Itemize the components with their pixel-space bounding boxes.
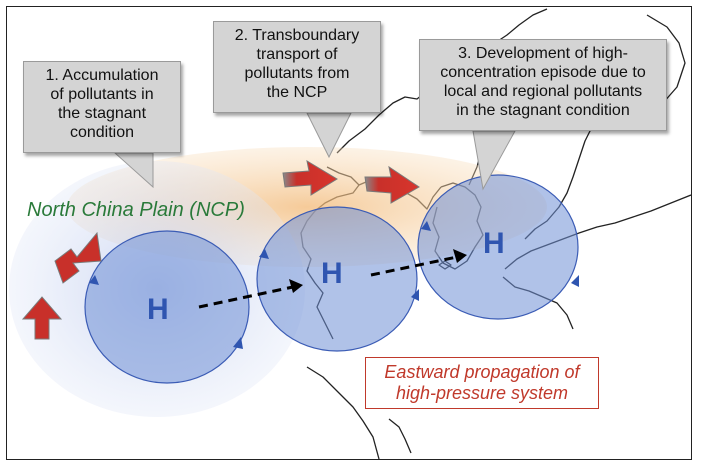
- callout-accumulation: 1. Accumulation of pollutants in the sta…: [23, 61, 181, 153]
- high-pressure-2: [256, 206, 419, 352]
- callout-transboundary: 2. Transboundary transport of pollutants…: [213, 21, 381, 113]
- transport-arrow-diagonal: [54, 231, 102, 284]
- transport-arrow-right-1: [282, 159, 338, 196]
- propagation-arrow-2: [370, 249, 467, 277]
- high-pressure-label-1: H: [147, 293, 169, 326]
- high-pressure-3: [417, 174, 579, 320]
- high-pressure-1: [84, 230, 250, 384]
- callout-3-pointer: [472, 130, 516, 191]
- callout-2-line-2: transport of: [256, 46, 338, 63]
- callout-2-line-4: the NCP: [266, 84, 328, 101]
- high-pressure-label-2: H: [321, 257, 343, 290]
- propagation-line-1: Eastward propagation of: [384, 362, 580, 382]
- callout-3-line-1: 3. Development of high-: [458, 45, 628, 62]
- callout-1-line-2: of pollutants in: [50, 86, 154, 103]
- high-pressure-label-3: H: [483, 227, 505, 260]
- callout-1-line-3: the stagnant: [57, 105, 147, 122]
- ncp-label: North China Plain (NCP): [27, 199, 245, 221]
- callout-1-line-4: condition: [69, 124, 135, 141]
- callout-2-pointer: [306, 112, 352, 159]
- transport-arrow-up-left: [21, 296, 63, 340]
- diagram-canvas: [9, 8, 691, 459]
- propagation-line-2: high-pressure system: [395, 383, 569, 403]
- transport-arrow-right-2: [364, 165, 420, 204]
- callout-1-pointer: [113, 152, 154, 189]
- callout-2-line-1: 2. Transboundary: [234, 27, 360, 44]
- callout-3-line-4: in the stagnant condition: [456, 102, 630, 119]
- propagation-arrow-1: [198, 279, 303, 309]
- callout-1-line-1: 1. Accumulation: [45, 67, 159, 84]
- diagram-frame: 1. Accumulation of pollutants in the sta…: [6, 6, 692, 460]
- callout-3-line-2: concentration episode due to: [440, 64, 646, 81]
- propagation-label: Eastward propagation of high-pressure sy…: [365, 357, 599, 409]
- callout-development: 3. Development of high- concentration ep…: [419, 39, 667, 131]
- callout-3-line-3: local and regional pollutants: [443, 83, 643, 100]
- callout-2-line-3: pollutants from: [244, 65, 350, 82]
